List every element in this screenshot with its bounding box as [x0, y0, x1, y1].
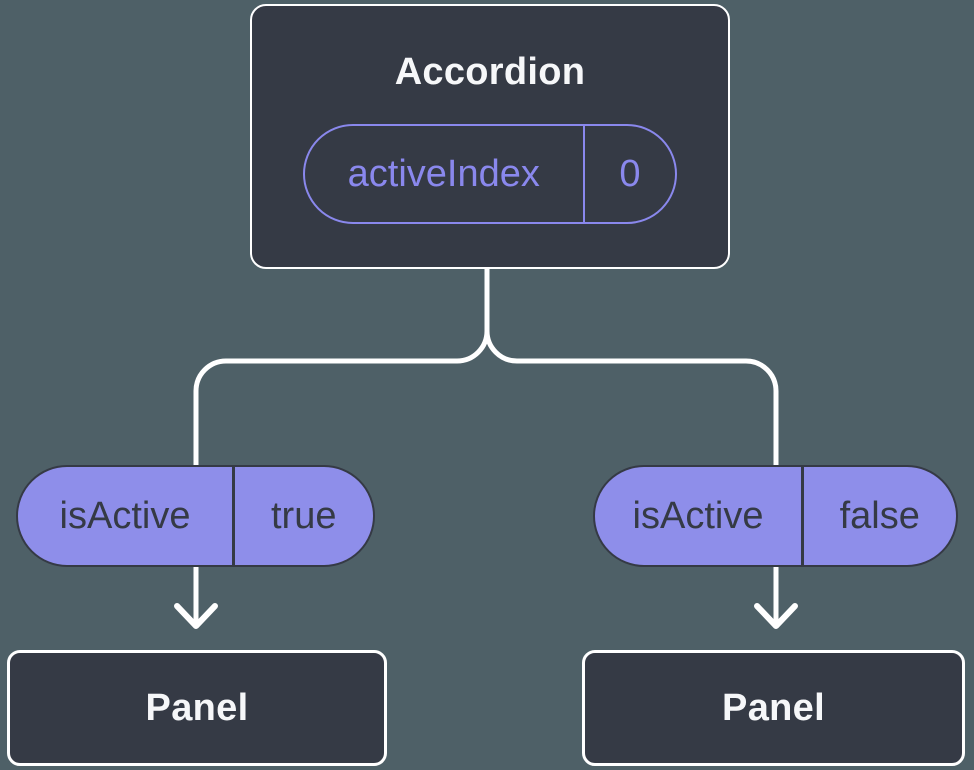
- panel-node-left: Panel: [7, 650, 387, 766]
- state-pill: activeIndex 0: [303, 124, 677, 224]
- prop-pill-right: isActive false: [593, 465, 958, 567]
- prop-pill-left: isActive true: [16, 465, 375, 567]
- arrowhead-down-right-icon: [754, 603, 798, 629]
- panel-title: Panel: [722, 687, 825, 729]
- connector-root-to-right-child: [484, 264, 779, 624]
- state-pill-divider: [582, 126, 585, 222]
- prop-name: isActive: [632, 495, 764, 537]
- prop-pill-divider: [232, 467, 235, 565]
- state-name: activeIndex: [347, 153, 540, 195]
- prop-name: isActive: [59, 495, 191, 537]
- arrowhead-down-left-icon: [174, 603, 218, 629]
- prop-value: true: [271, 495, 337, 537]
- prop-pill-divider: [801, 467, 804, 565]
- prop-value: false: [839, 495, 920, 537]
- state-value: 0: [619, 153, 641, 195]
- connector-root-to-left-child: [193, 264, 490, 624]
- accordion-node: Accordion activeIndex 0: [250, 4, 730, 269]
- panel-node-right: Panel: [582, 650, 965, 766]
- panel-title: Panel: [145, 687, 249, 729]
- accordion-title: Accordion: [394, 51, 586, 93]
